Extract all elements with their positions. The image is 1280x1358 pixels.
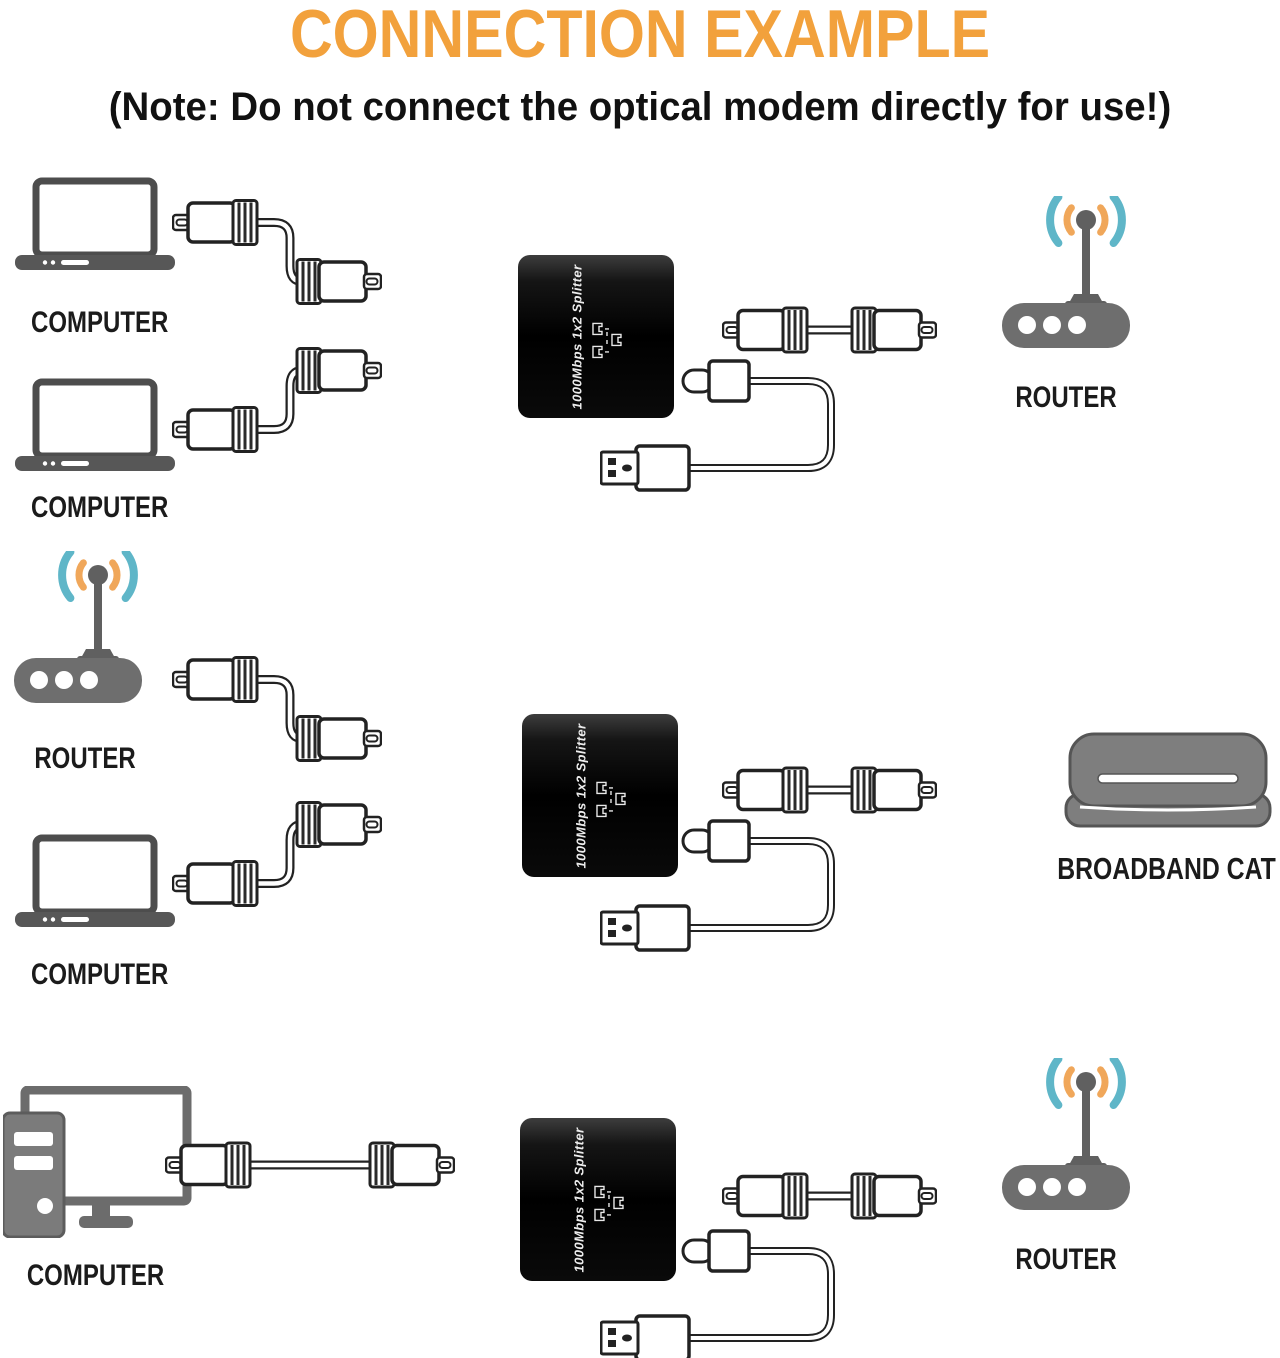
page-title: CONNECTION EXAMPLE [289, 0, 991, 72]
usb-power-cable-icon [600, 358, 850, 492]
broadband-cat-icon [1062, 732, 1274, 832]
wifi-router-icon [14, 551, 164, 703]
device-label-computer: COMPUTER [31, 958, 169, 991]
device-label-broadband-cat: BROADBAND CAT [1057, 851, 1276, 886]
usb-power-cable-icon [600, 818, 850, 952]
laptop-icon [15, 378, 175, 472]
ethernet-s-cable-icon [172, 198, 382, 306]
note-text: (Note: Do not connect the optical modem … [108, 85, 1172, 129]
usb-power-cable-icon [600, 1228, 850, 1358]
ethernet-s-cable-icon [172, 346, 382, 454]
wifi-router-icon [1002, 196, 1152, 348]
splitter-label: 1000Mbps 1x2 Splitter [569, 264, 584, 409]
ethernet-s-cable-icon [172, 655, 382, 763]
device-label-router: ROUTER [1015, 381, 1117, 414]
ethernet-cable-icon [165, 1141, 455, 1189]
device-label-router: ROUTER [1015, 1243, 1117, 1276]
device-label-router: ROUTER [34, 742, 136, 775]
device-label-computer: COMPUTER [31, 491, 169, 524]
ethernet-ports-icon [591, 314, 623, 360]
device-label-computer: COMPUTER [31, 306, 169, 339]
splitter-label: 1000Mbps 1x2 Splitter [573, 723, 588, 868]
ethernet-cable-icon [722, 766, 937, 814]
ethernet-s-cable-icon [172, 800, 382, 908]
ethernet-ports-icon [593, 1177, 625, 1223]
ethernet-ports-icon [595, 773, 627, 819]
ethernet-cable-icon [722, 1172, 937, 1220]
laptop-icon [15, 177, 175, 271]
splitter-label: 1000Mbps 1x2 Splitter [571, 1127, 586, 1272]
laptop-icon [15, 834, 175, 928]
ethernet-cable-icon [722, 306, 937, 354]
wifi-router-icon [1002, 1058, 1152, 1210]
device-label-computer: COMPUTER [26, 1259, 165, 1292]
